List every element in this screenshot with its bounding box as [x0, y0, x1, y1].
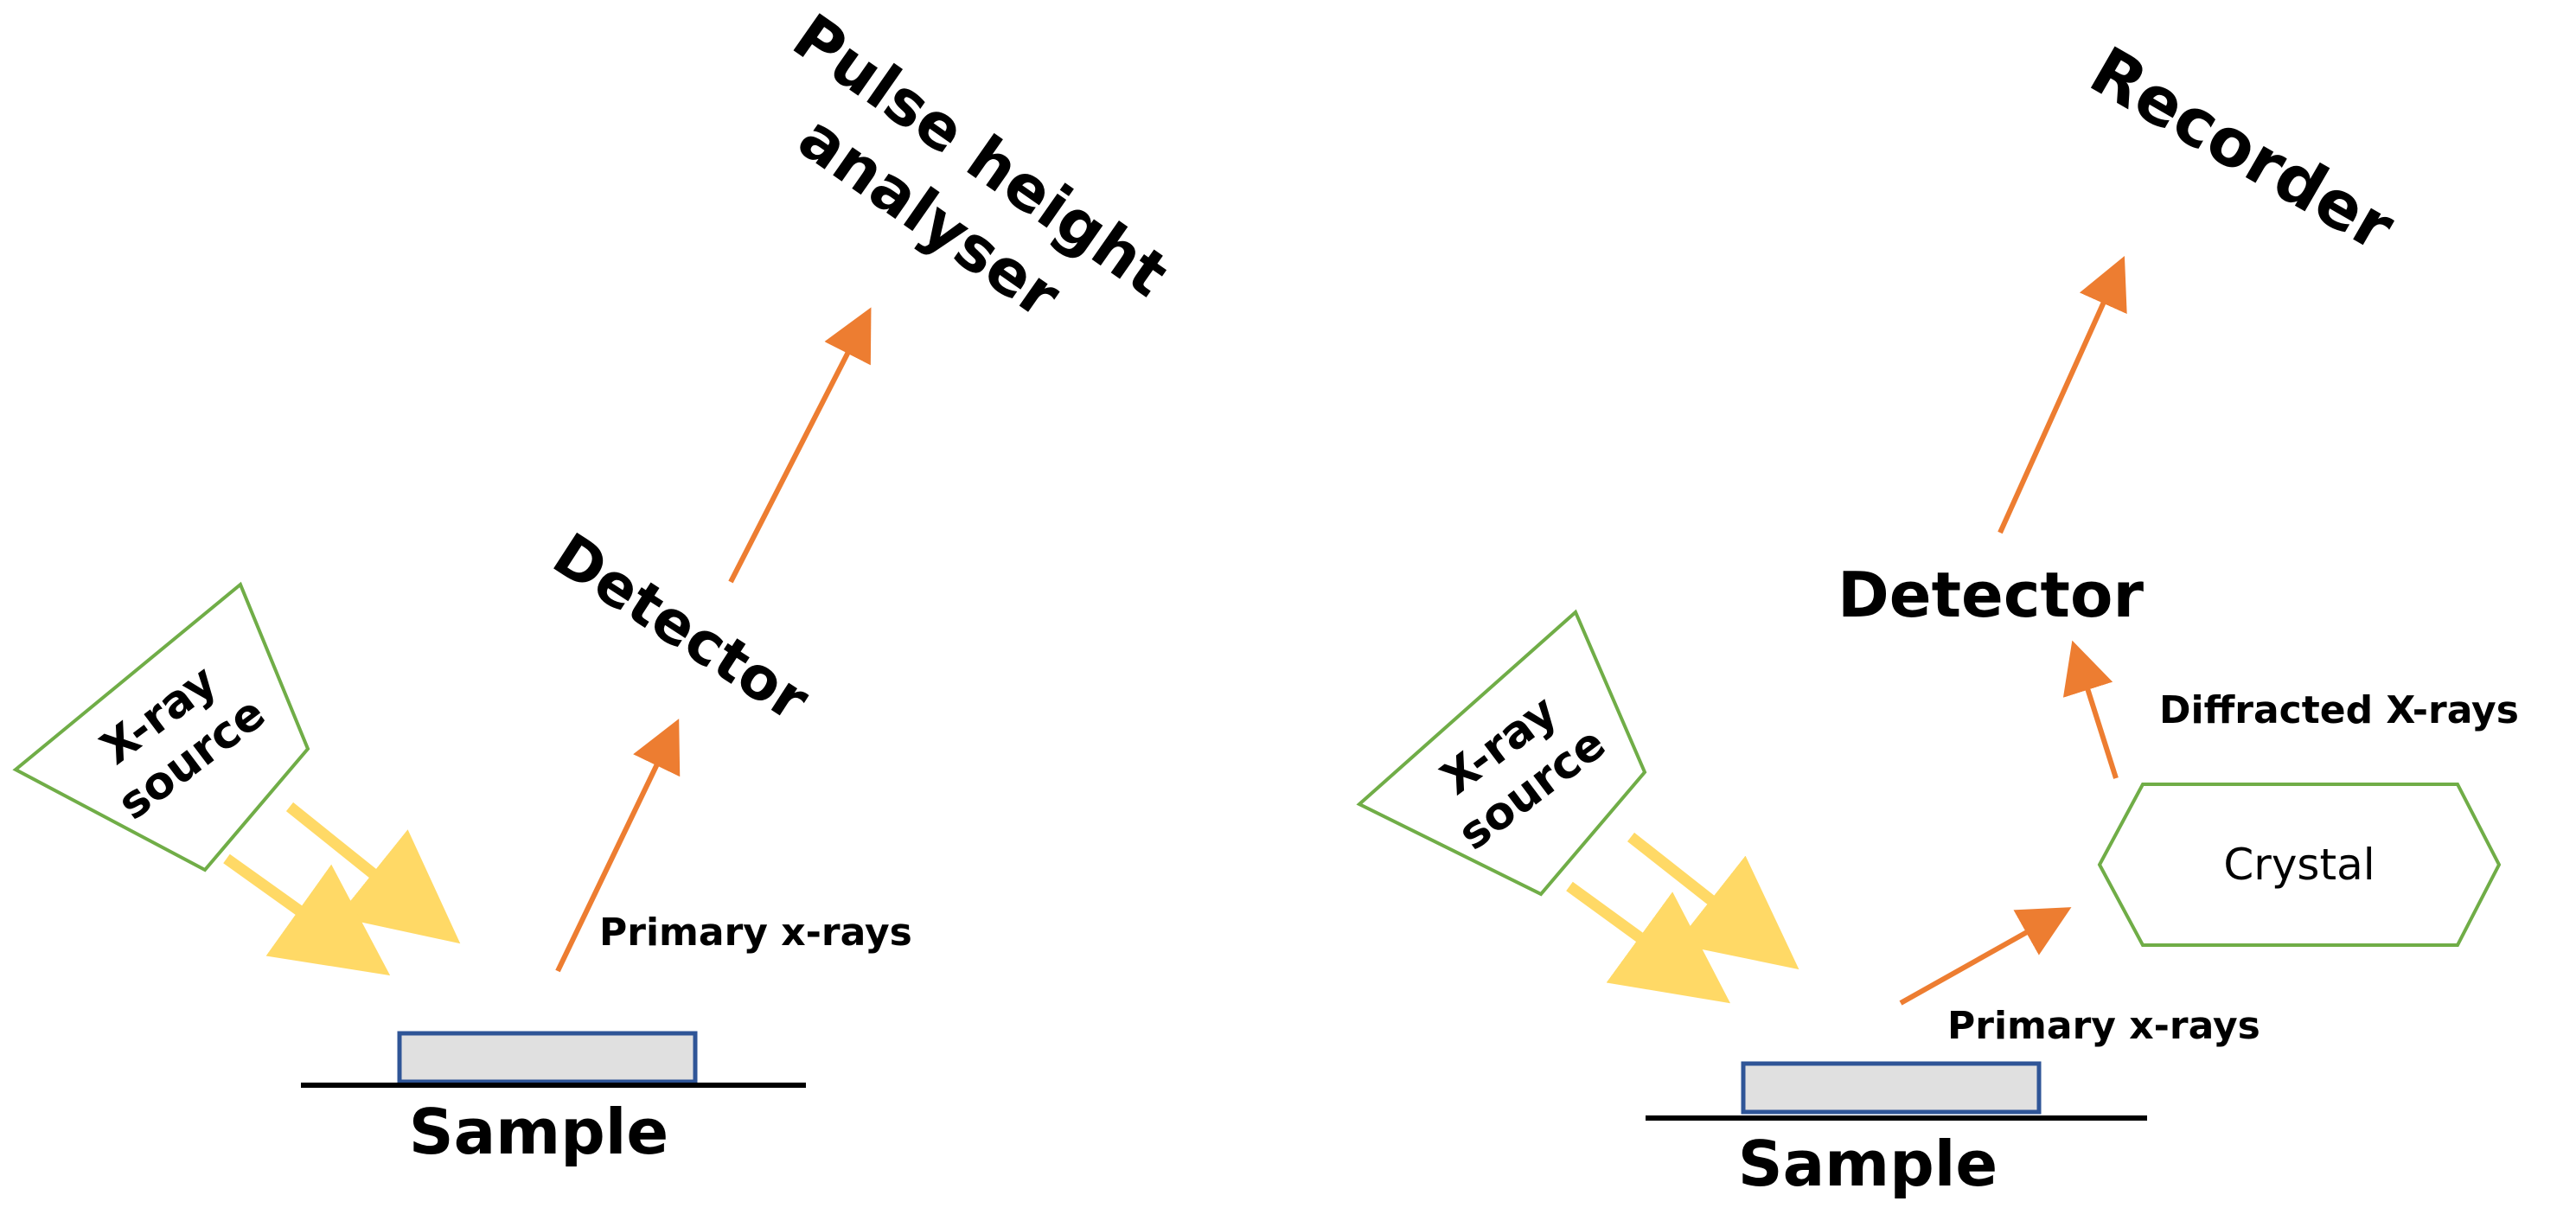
- diffracted-arrow: [2062, 640, 2119, 779]
- left-sample-label: Sample: [409, 1096, 669, 1168]
- left-primary-arrow: [555, 719, 681, 973]
- left-primary-label: Primary x-rays: [599, 911, 912, 955]
- left-detector-to-analyser-arrow: [728, 307, 872, 584]
- diffracted-label: Diffracted X-rays: [2159, 688, 2519, 732]
- left-incident-arrow-1: [285, 802, 461, 944]
- left-incident-arrow-2: [223, 853, 391, 976]
- left-detector-label: Detector: [541, 521, 821, 736]
- right-primary-label: Primary x-rays: [1947, 1004, 2260, 1048]
- left-xray-source-shape: [12, 581, 310, 872]
- crystal-shape: [2097, 783, 2502, 947]
- right-incident-arrow-2: [1566, 881, 1731, 1004]
- left-sample-block: [397, 1031, 698, 1084]
- right-xray-source-shape: [1356, 609, 1647, 897]
- recorder-label: Recorder: [2078, 31, 2407, 265]
- right-detector-label: Detector: [1838, 559, 2144, 631]
- right-sample-label: Sample: [1738, 1128, 1998, 1200]
- right-sample-block: [1741, 1061, 2042, 1115]
- right-setup: X-ray source Primary x-rays Crystal Diff…: [1356, 31, 2519, 1200]
- right-primary-arrow: [1899, 907, 2072, 1006]
- crystal-label: Crystal: [2223, 840, 2375, 890]
- right-detector-to-recorder-arrow: [1998, 256, 2127, 534]
- left-setup: X-ray source Primary x-rays Detector Pul…: [12, 0, 1181, 1168]
- right-incident-arrow-1: [1627, 832, 1799, 970]
